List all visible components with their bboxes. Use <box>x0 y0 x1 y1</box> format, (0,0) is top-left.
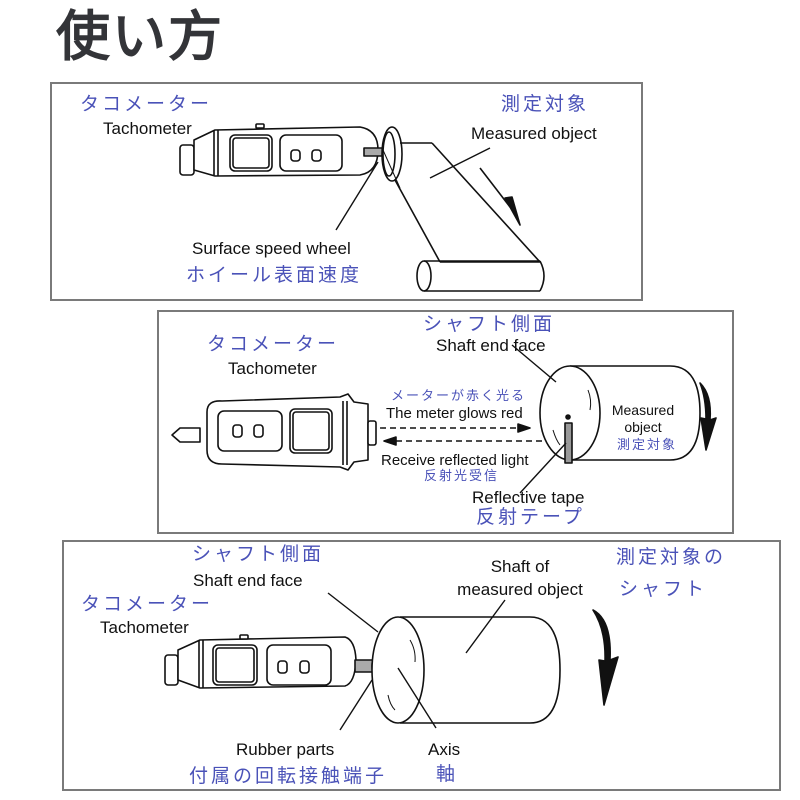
axis-label-en: Axis <box>428 740 461 759</box>
emitted-light-arrow-icon <box>380 423 531 433</box>
tachometer-label-jp: タコメーター <box>207 333 340 355</box>
glow-label-jp: メーターが赤く光る <box>391 389 527 404</box>
tachometer-label-en: Tachometer <box>103 119 192 138</box>
shaft-of-label-jp-2: シャフト <box>619 578 708 600</box>
rotating-cylinder-icon <box>511 344 701 494</box>
tachometer-device-icon <box>164 634 357 689</box>
shaft-face-label-jp: シャフト側面 <box>423 313 556 335</box>
rotation-arrow-icon <box>699 382 717 451</box>
rubber-parts-label-en: Rubber parts <box>236 740 335 759</box>
wheel-label-jp: ホイール表面速度 <box>186 264 363 286</box>
shaft-face-label-en: Shaft end face <box>436 336 546 355</box>
tachometer-label-en: Tachometer <box>228 359 317 378</box>
panel-surface-speed <box>50 82 643 301</box>
tape-label-jp: 反射テープ <box>476 506 585 528</box>
shaft-of-label-jp-1: 測定対象の <box>616 546 727 568</box>
shaft-face-label-en: Shaft end face <box>193 571 303 590</box>
glow-label-en: The meter glows red <box>386 405 523 422</box>
measured-label-jp: 測定対象 <box>616 438 677 453</box>
tape-label-en: Reflective tape <box>472 488 585 507</box>
shaft-cylinder-icon <box>327 592 561 731</box>
wheel-label-en: Surface speed wheel <box>192 239 351 258</box>
shaft-of-label-en-2: measured object <box>457 580 583 599</box>
page-title: 使い方 <box>56 5 224 68</box>
shaft-face-label-jp: シャフト側面 <box>192 543 325 565</box>
belt-measured-object-icon <box>335 142 545 292</box>
receive-label-en: Receive reflected light <box>381 452 529 469</box>
direction-arrow-icon <box>479 167 521 226</box>
tachometer-label-jp: タコメーター <box>80 93 213 115</box>
measured-object-label-en: Measured object <box>471 124 597 143</box>
receive-label-jp: 反射光受信 <box>424 469 500 484</box>
tachometer-label-en: Tachometer <box>100 618 189 637</box>
shaft-of-label-en-1: Shaft of <box>490 557 550 576</box>
reflected-light-arrow-icon <box>383 436 555 446</box>
axis-label-jp: 軸 <box>436 763 459 785</box>
rubber-parts-label-jp: 付属の回転接触端子 <box>189 765 388 787</box>
measured-object-label-jp: 測定対象 <box>501 93 590 115</box>
tachometer-device-icon <box>171 393 377 471</box>
rotation-arrow-icon <box>592 609 619 706</box>
measured-label-en-1: Measured <box>611 402 675 418</box>
surface-speed-wheel-icon <box>363 126 403 182</box>
measured-label-en-2: object <box>624 419 662 435</box>
tachometer-label-jp: タコメーター <box>81 593 214 615</box>
